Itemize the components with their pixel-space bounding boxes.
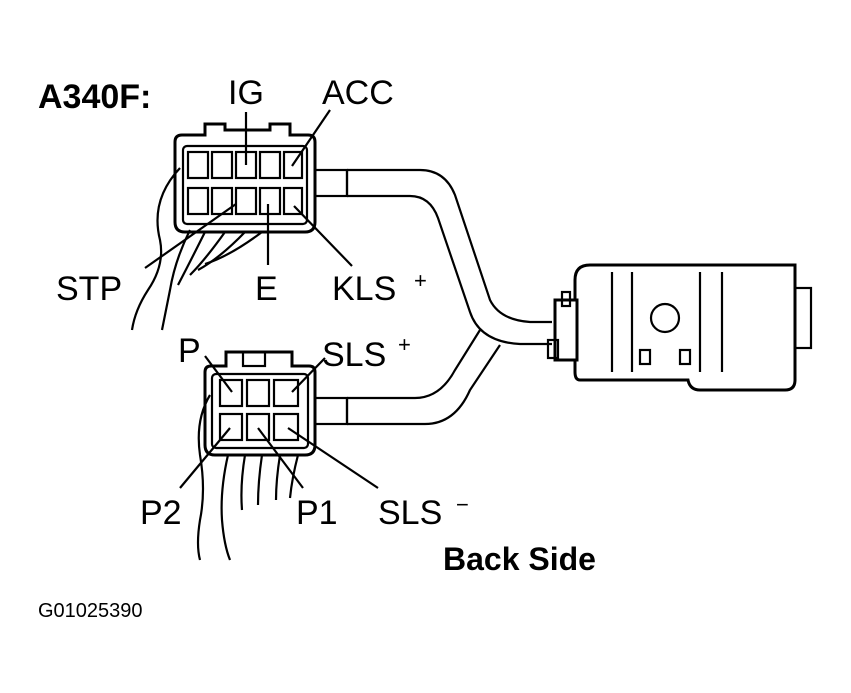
back-side-label: Back Side xyxy=(443,541,596,577)
label-p: P xyxy=(178,332,201,370)
label-kls: KLS xyxy=(332,270,396,308)
label-sls-pos-sign: + xyxy=(398,332,411,357)
label-stp: STP xyxy=(56,270,122,308)
label-kls-sign: + xyxy=(414,268,427,293)
upper-connector xyxy=(173,122,349,234)
label-sls-pos: SLS xyxy=(322,336,386,374)
label-p2: P2 xyxy=(140,494,182,532)
label-sls-neg: SLS xyxy=(378,494,442,532)
lower-wire-bundle xyxy=(196,394,300,561)
label-p1: P1 xyxy=(296,494,338,532)
switch-body xyxy=(546,263,813,392)
diagram-title: A340F: xyxy=(38,78,151,116)
lower-connector xyxy=(203,350,349,457)
label-ig: IG xyxy=(228,74,264,112)
leader-lines xyxy=(144,109,379,489)
label-e: E xyxy=(255,270,278,308)
figure-code: G01025390 xyxy=(38,600,143,622)
upper-wire-bundle xyxy=(130,167,263,331)
label-sls-neg-sign: − xyxy=(456,492,469,517)
label-acc: ACC xyxy=(322,74,394,112)
